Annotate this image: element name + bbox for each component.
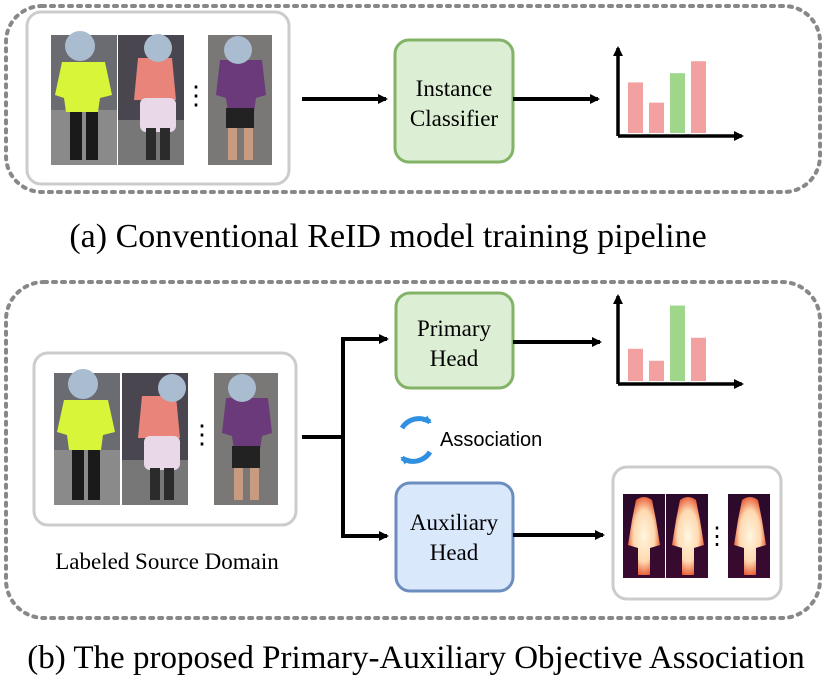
person-image-4: [54, 369, 120, 505]
person-image-1: [51, 31, 117, 165]
chart-bar: [649, 360, 664, 381]
person-image-5: [122, 373, 188, 505]
heatmap-image-2: [666, 494, 708, 578]
panel-a-ellipsis: ⋮: [183, 81, 209, 110]
person-image-6: [214, 373, 278, 505]
heatmap-image-1: [623, 494, 665, 578]
source-domain-label: Labeled Source Domain: [55, 549, 279, 574]
instance-classifier-label-2: Classifier: [410, 106, 498, 131]
chart-bar: [691, 337, 706, 381]
person-image-3: [208, 35, 272, 165]
primary-head-label-2: Head: [430, 346, 479, 371]
chart-bar: [628, 82, 643, 133]
chart-bar: [670, 73, 685, 133]
heatmap-image-3: [728, 494, 770, 578]
instance-classifier-label-1: Instance: [416, 76, 493, 101]
person-image-2: [118, 34, 184, 165]
chart-bar: [670, 305, 685, 381]
chart-a-axes: [613, 46, 744, 141]
auxiliary-head-box: [394, 481, 515, 593]
chart-b-axes: [613, 294, 744, 389]
chart-bar: [628, 348, 643, 381]
branch-connector: [302, 334, 389, 541]
association-label: Association: [440, 429, 542, 451]
auxiliary-head-label-1: Auxiliary: [410, 510, 499, 535]
chart-bar: [691, 61, 706, 133]
chart-b-bars: [628, 305, 706, 381]
chart-bar: [649, 102, 664, 133]
association-icon: [399, 415, 433, 465]
panel-b-ellipsis: ⋮: [189, 420, 215, 449]
auxiliary-head-label-2: Head: [430, 540, 479, 565]
instance-classifier-box: [393, 38, 515, 164]
primary-head-label-1: Primary: [417, 316, 492, 341]
panel-b-caption: (b) The proposed Primary-Auxiliary Objec…: [27, 640, 804, 676]
chart-a-bars: [628, 61, 706, 133]
heatmap-ellipsis: ⋮: [705, 524, 729, 550]
panel-a-caption: (a) Conventional ReID model training pip…: [69, 218, 706, 255]
panel-b-dashed-frame: [4, 280, 822, 620]
panel-a-dashed-frame: [4, 4, 822, 194]
